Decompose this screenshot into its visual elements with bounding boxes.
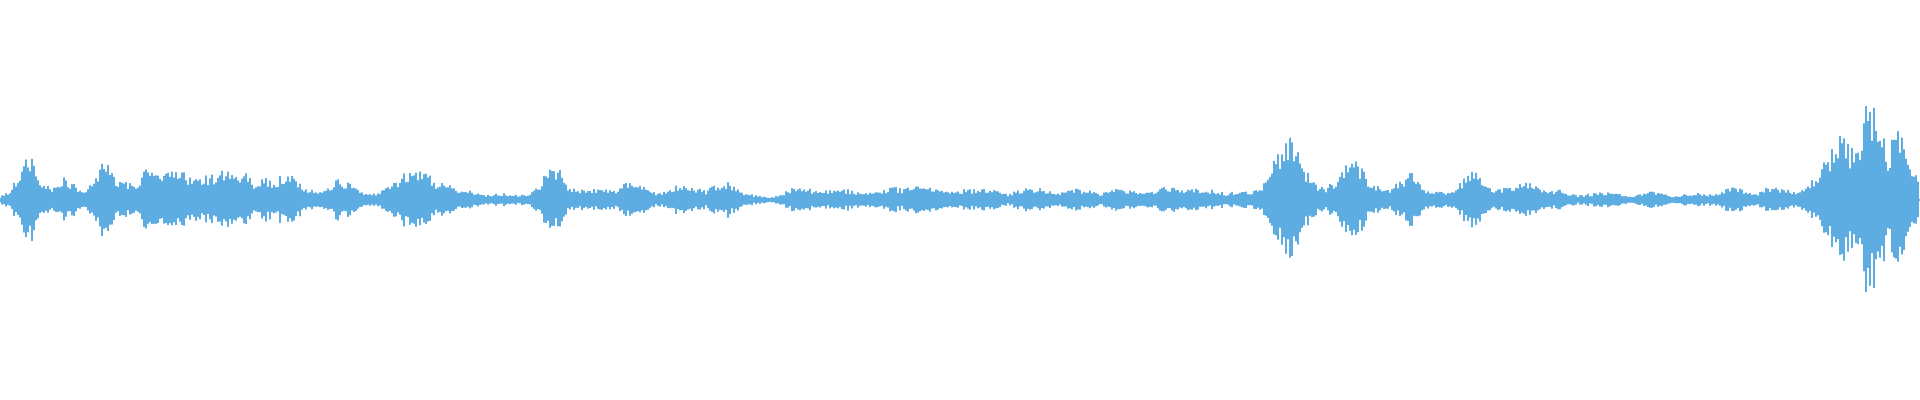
waveform-peaks [0, 106, 1920, 292]
